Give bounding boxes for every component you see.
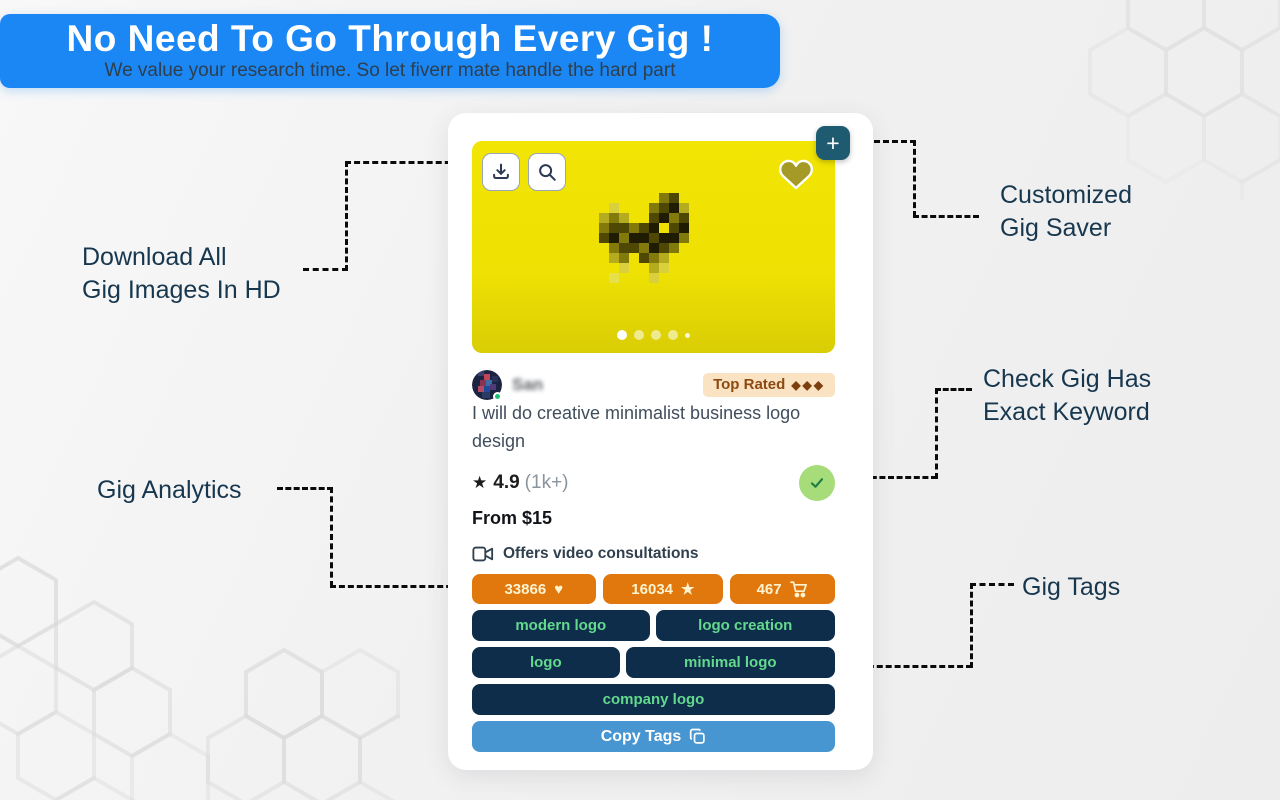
keyword-check-indicator — [799, 465, 835, 501]
rating-row: ★ 4.9 (1k+) — [472, 465, 835, 501]
favorites-count-badge[interactable]: 33866 ♥ — [472, 574, 596, 604]
annotation-line: Gig Saver — [1000, 214, 1112, 242]
orders-count-badge[interactable]: 467 — [730, 574, 835, 604]
cart-icon — [789, 580, 807, 597]
video-consultation-row: Offers video consultations — [472, 545, 699, 563]
annotation-line: Customized — [1000, 181, 1132, 209]
tag-row: logo minimal logo — [472, 647, 835, 678]
annotation-line: Check Gig Has — [983, 365, 1152, 393]
heart-icon: ♥ — [554, 580, 564, 598]
connector-analytics — [277, 487, 333, 490]
search-image-button[interactable] — [528, 153, 566, 191]
download-icon — [493, 163, 509, 179]
gig-analytics-row: 33866 ♥ 16034 ★ 467 — [472, 574, 835, 604]
seller-avatar[interactable] — [472, 370, 502, 401]
save-gig-button[interactable]: + — [816, 126, 850, 160]
star-icon: ★ — [472, 473, 488, 492]
gig-image[interactable] — [472, 141, 835, 353]
connector-gig-saver — [913, 215, 979, 218]
carousel-dot[interactable] — [651, 330, 661, 340]
banner-subtitle: We value your research time. So let five… — [104, 60, 676, 82]
copy-tags-button[interactable]: Copy Tags — [472, 721, 835, 752]
connector-gig-saver — [856, 140, 916, 143]
connector-keyword — [935, 388, 972, 391]
carousel-dot[interactable] — [668, 330, 678, 340]
header-banner: No Need To Go Through Every Gig ! We val… — [0, 14, 780, 88]
search-icon — [539, 164, 556, 181]
tag-button[interactable]: logo creation — [655, 610, 835, 641]
favorites-count: 33866 — [504, 580, 547, 598]
tag-row: company logo — [472, 684, 835, 715]
annotation-gig-tags: Gig Tags — [1022, 571, 1120, 604]
gig-card: + — [448, 113, 873, 770]
rating-value: 4.9 — [493, 472, 520, 493]
top-rated-label: Top Rated — [713, 376, 786, 393]
connector-analytics — [330, 585, 470, 588]
price-label: From $15 — [472, 508, 553, 528]
connector-download — [345, 161, 348, 271]
annotation-line: Download All — [82, 243, 227, 271]
tag-button[interactable]: company logo — [472, 684, 835, 715]
image-toolbar — [482, 153, 566, 191]
hexagon-pattern-bottom-left — [0, 555, 400, 800]
tag-button[interactable]: minimal logo — [625, 647, 835, 678]
video-consultation-label: Offers video consultations — [503, 545, 699, 562]
carousel-dot[interactable] — [634, 330, 644, 340]
connector-tags — [850, 665, 972, 668]
gig-tags-section: modern logo logo creation logo minimal l… — [472, 610, 835, 752]
annotation-exact-keyword: Check Gig Has Exact Keyword — [983, 363, 1151, 429]
connector-tags — [970, 583, 1014, 586]
connector-download — [345, 161, 478, 164]
tag-row: modern logo logo creation — [472, 610, 835, 641]
connector-download — [303, 268, 348, 271]
ratings-count-badge[interactable]: 16034 ★ — [602, 574, 724, 604]
tag-button[interactable]: logo — [472, 647, 620, 678]
seller-row: San Top Rated ◆◆◆ — [472, 369, 835, 401]
carousel-dot[interactable] — [685, 332, 690, 338]
annotation-line: Exact Keyword — [983, 398, 1150, 426]
annotation-download-hd: Download All Gig Images In HD — [82, 241, 281, 307]
top-rated-badge: Top Rated ◆◆◆ — [703, 373, 835, 397]
checkmark-icon — [810, 478, 824, 488]
gig-title[interactable]: I will do creative minimalist business l… — [472, 403, 801, 451]
tag-button[interactable]: modern logo — [472, 610, 650, 641]
carousel-dots — [472, 330, 835, 340]
connector-analytics — [330, 487, 333, 587]
copy-icon — [690, 728, 706, 744]
star-icon: ★ — [681, 581, 695, 598]
top-rated-diamonds: ◆◆◆ — [791, 377, 825, 392]
online-status-dot — [493, 392, 502, 401]
connector-keyword — [935, 388, 938, 479]
rating-count: (1k+) — [524, 472, 569, 493]
pixelated-logo-image — [599, 193, 689, 283]
ratings-count: 16034 — [631, 580, 674, 598]
annotation-gig-analytics: Gig Analytics — [97, 474, 242, 507]
connector-gig-saver — [913, 140, 916, 217]
download-images-button[interactable] — [482, 153, 520, 191]
annotation-line: Gig Images In HD — [82, 276, 281, 304]
connector-keyword — [845, 476, 937, 479]
orders-count: 467 — [756, 580, 782, 598]
annotation-customized-gig-saver: Customized Gig Saver — [1000, 179, 1132, 245]
carousel-dot[interactable] — [617, 330, 627, 340]
annotation-line: Gig Tags — [1022, 573, 1121, 601]
seller-name[interactable]: San — [512, 375, 544, 394]
annotation-line: Gig Analytics — [97, 476, 242, 504]
banner-title: No Need To Go Through Every Gig ! — [66, 17, 714, 59]
connector-tags — [970, 583, 973, 668]
copy-tags-label: Copy Tags — [600, 727, 682, 745]
video-camera-icon — [472, 546, 494, 562]
favorite-heart-icon[interactable] — [776, 156, 816, 197]
hexagon-pattern-top-right — [1088, 0, 1280, 200]
